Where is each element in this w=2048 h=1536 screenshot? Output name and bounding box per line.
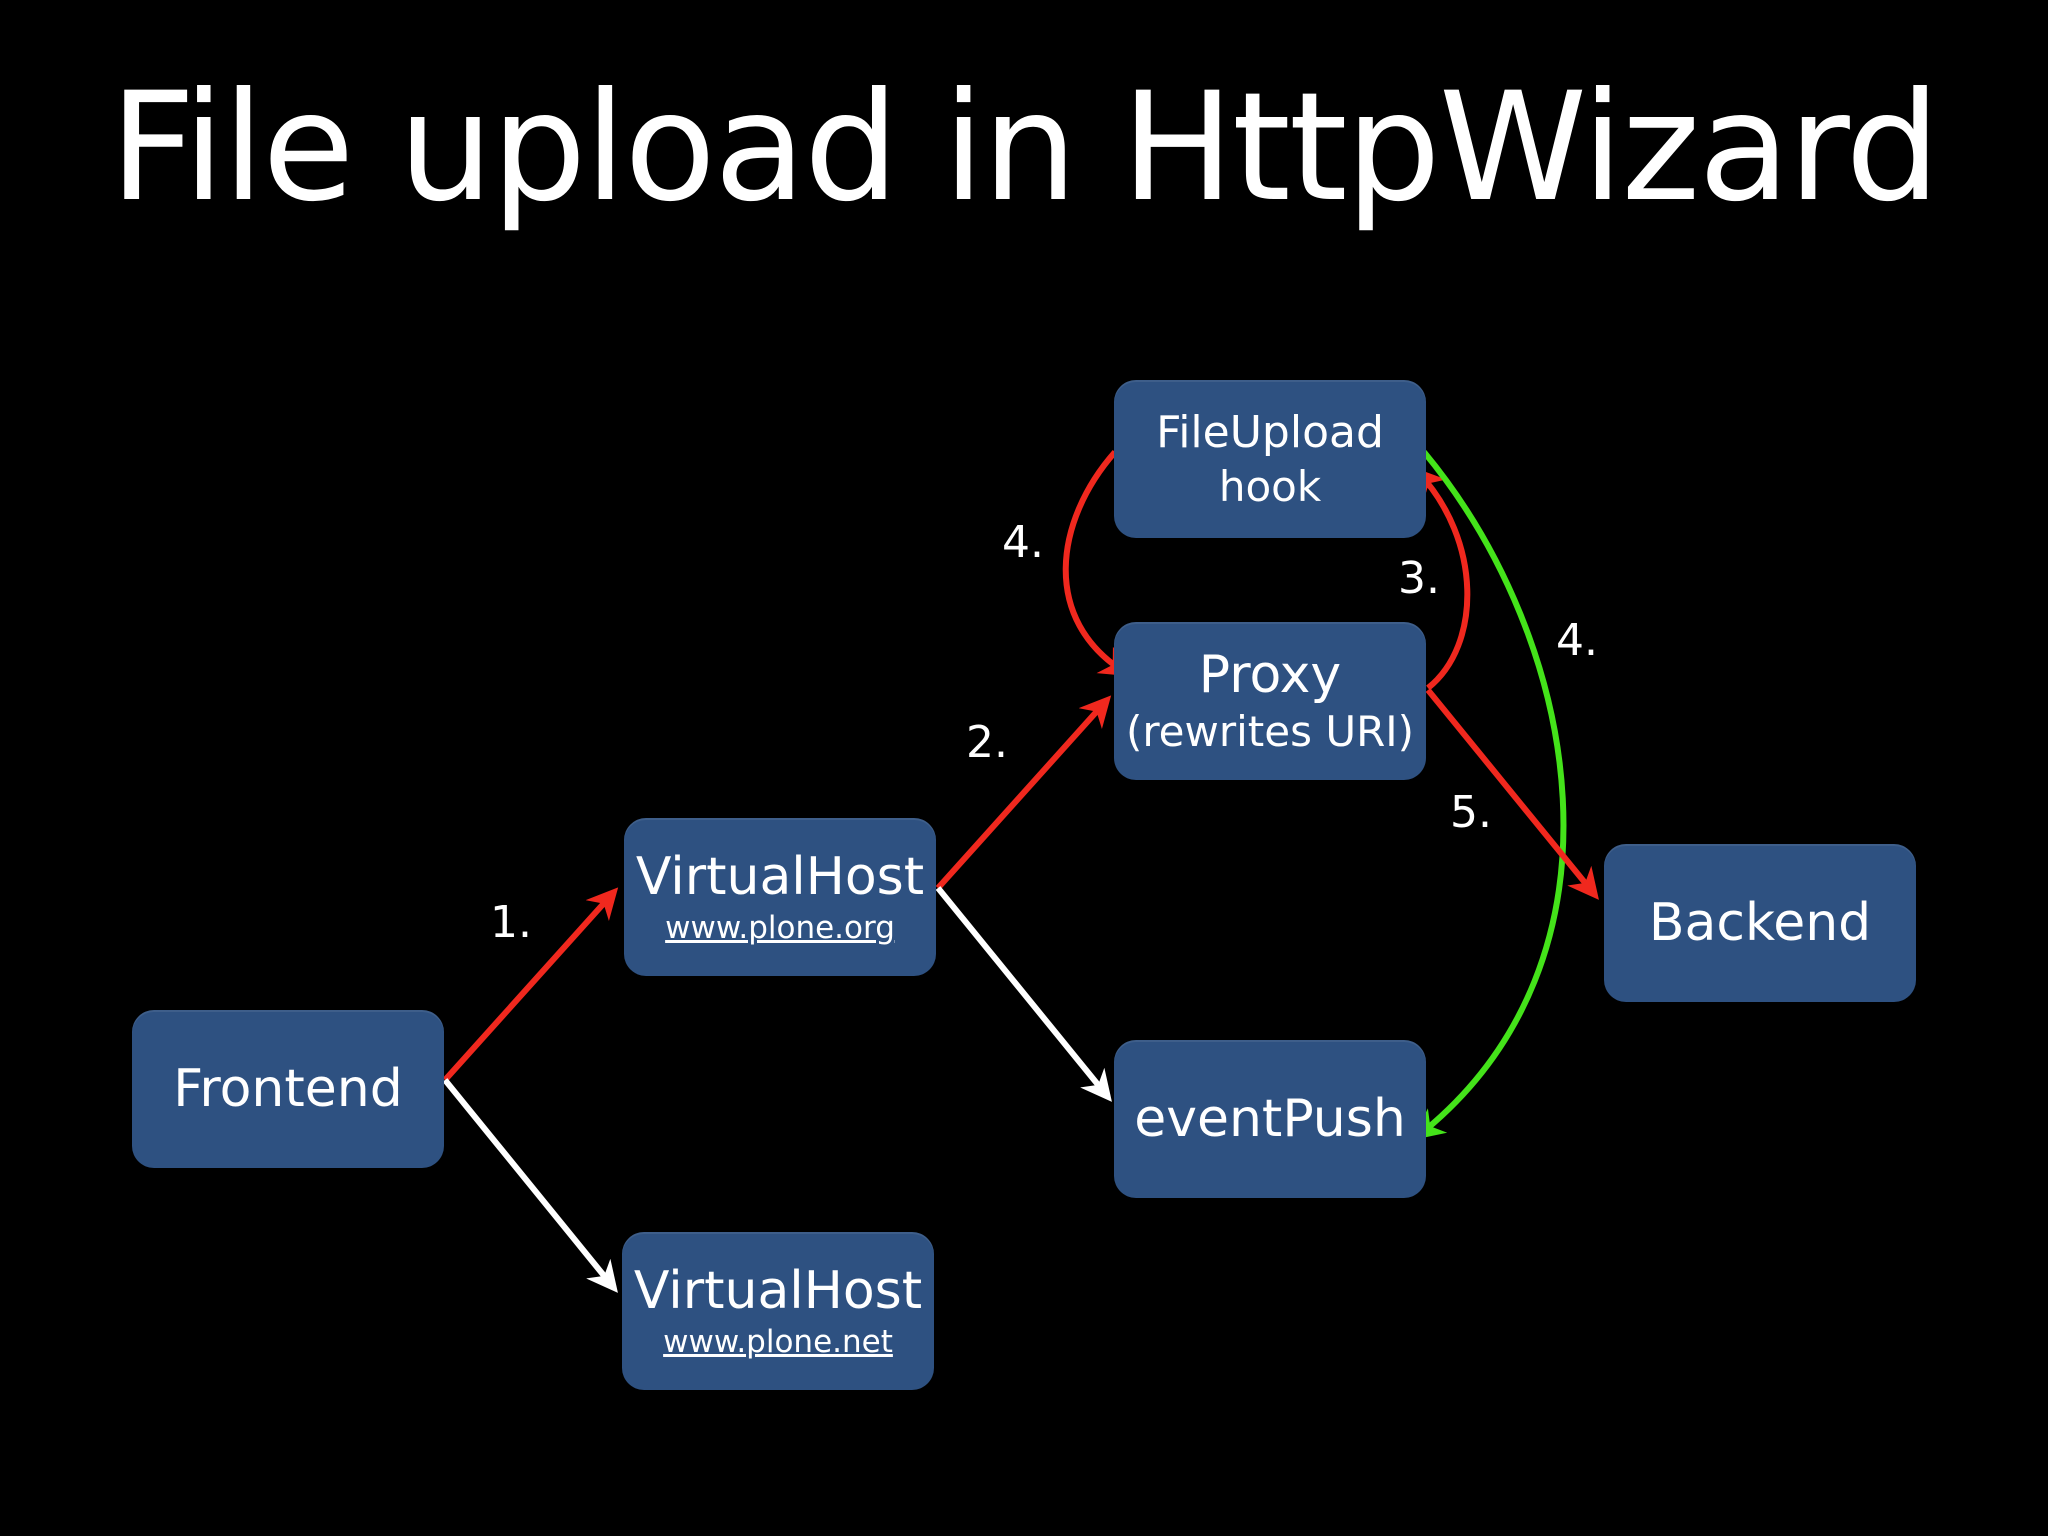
step-label-5: 5. <box>1450 787 1492 838</box>
slide-title: File upload in HttpWizard <box>109 61 1941 235</box>
arrow-virtualhost-to-proxy <box>935 695 1112 891</box>
node-backend-label: Backend <box>1648 893 1872 953</box>
arrow-proxy-to-fileupload <box>1413 467 1471 691</box>
node-virtualhost-org-link: www.plone.org <box>665 910 895 946</box>
arrow-fileupload-to-proxy <box>1062 450 1132 677</box>
arrow-frontend-to-virtualhost-net <box>442 1078 618 1293</box>
node-frontend: Frontend <box>132 1010 444 1168</box>
node-proxy: Proxy (rewrites URI) <box>1114 622 1426 780</box>
node-fileupload-label: FileUpload <box>1156 407 1384 458</box>
node-backend: Backend <box>1604 844 1916 1002</box>
step-label-4-right: 4. <box>1556 615 1598 666</box>
arrow-frontend-to-virtualhost-org <box>442 887 619 1083</box>
step-label-4-left: 4. <box>1002 517 1044 568</box>
step-label-2: 2. <box>966 717 1008 768</box>
node-fileupload-sub: hook <box>1218 462 1322 511</box>
node-virtualhost-org-label: VirtualHost <box>635 847 925 907</box>
node-virtualhost-net: VirtualHost www.plone.net <box>622 1232 934 1390</box>
node-eventpush-label: eventPush <box>1134 1089 1406 1149</box>
step-label-1: 1. <box>490 897 532 948</box>
step-label-3: 3. <box>1398 553 1440 604</box>
arrow-fileupload-to-eventpush <box>1413 450 1567 1140</box>
node-proxy-label: Proxy <box>1198 645 1342 705</box>
node-frontend-label: Frontend <box>173 1059 403 1119</box>
node-virtualhost-net-label: VirtualHost <box>633 1261 923 1321</box>
node-proxy-sub: (rewrites URI) <box>1125 707 1415 756</box>
arrow-virtualhost-to-eventpush <box>935 886 1112 1102</box>
node-virtualhost-org: VirtualHost www.plone.org <box>624 818 936 976</box>
node-virtualhost-net-link: www.plone.net <box>663 1324 893 1360</box>
node-eventpush: eventPush <box>1114 1040 1426 1198</box>
arrow-proxy-to-backend <box>1425 688 1599 900</box>
node-fileupload-hook: FileUpload hook <box>1114 380 1426 538</box>
